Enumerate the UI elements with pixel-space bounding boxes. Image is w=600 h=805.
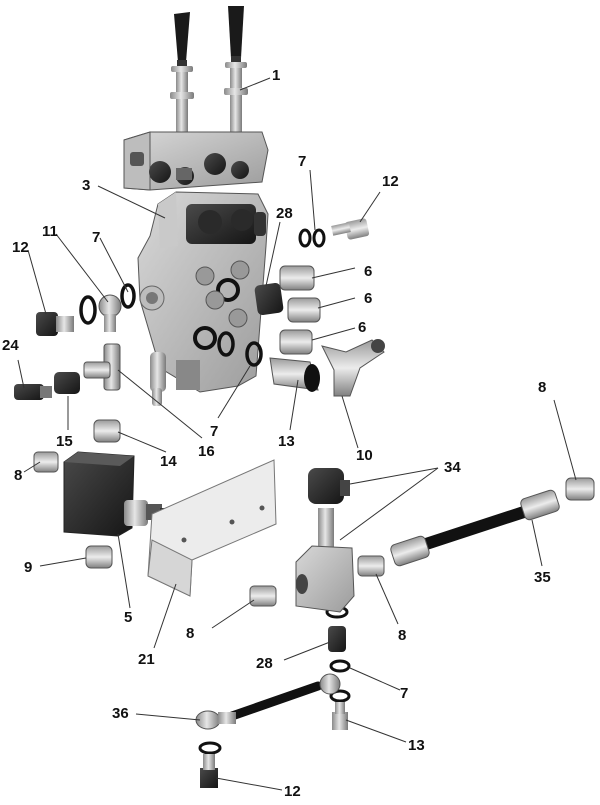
callout-11: 11 [42,223,58,240]
callout-14: 14 [160,453,177,470]
callout-6b: 6 [364,290,372,307]
leader-lines [17,77,577,791]
callout-34: 34 [444,459,461,476]
tee-fitting-part-10 [321,339,385,397]
callout-6c: 6 [358,319,366,336]
callout-8c: 8 [186,625,194,642]
callout-12b: 12 [12,239,29,256]
callout-12a: 12 [382,173,399,190]
callout-7b: 7 [92,229,100,246]
callout-16: 16 [198,443,215,460]
callout-12c: 12 [284,783,301,800]
callout-28b: 28 [256,655,273,672]
callout-13a: 13 [278,433,295,450]
callout-15: 15 [56,433,73,450]
o-rings-part-7 [120,228,351,755]
callout-7c: 7 [210,423,218,440]
callout-8d: 8 [398,627,406,644]
adapter-part-15 [54,372,80,394]
callout-9: 9 [24,559,32,576]
solenoid-valve-part-34 [295,468,355,613]
banjo-fitting-part-11 [79,294,122,332]
hydraulic-hose-part-36 [195,673,341,730]
valve-body-part [137,191,269,406]
callout-24: 24 [2,337,19,354]
callout-28a: 28 [276,205,293,222]
fitting-part-28 [254,282,346,652]
callout-7d: 7 [400,685,408,702]
callout-3: 3 [82,177,90,194]
callout-21: 21 [138,651,155,668]
callout-6a: 6 [364,263,372,280]
adapter-part-14 [93,419,121,443]
control-levers-part [123,6,269,191]
tee-fitting-part-16 [83,343,121,391]
callout-8b: 8 [14,467,22,484]
adapter-part-9 [85,545,113,569]
callout-5: 5 [124,609,132,626]
adapters-part-6 [279,265,321,355]
mounting-bracket-part-21 [147,459,277,597]
banjo-bolt-part-13 [269,357,348,730]
callout-36: 36 [112,705,129,722]
callout-7a: 7 [298,153,306,170]
callout-labels: 1 3 5 6 6 6 7 7 7 7 8 8 8 8 9 10 11 12 1… [2,67,551,800]
callout-8a: 8 [538,379,546,396]
callout-13b: 13 [408,737,425,754]
hydraulic-hose-part-35 [390,489,560,567]
adapters-part-8 [33,451,595,607]
valve-part-24 [14,384,52,400]
callout-10: 10 [356,447,373,464]
callout-1: 1 [272,67,280,84]
banjo-bolt-part-12 [36,218,370,788]
callout-35: 35 [534,569,551,586]
